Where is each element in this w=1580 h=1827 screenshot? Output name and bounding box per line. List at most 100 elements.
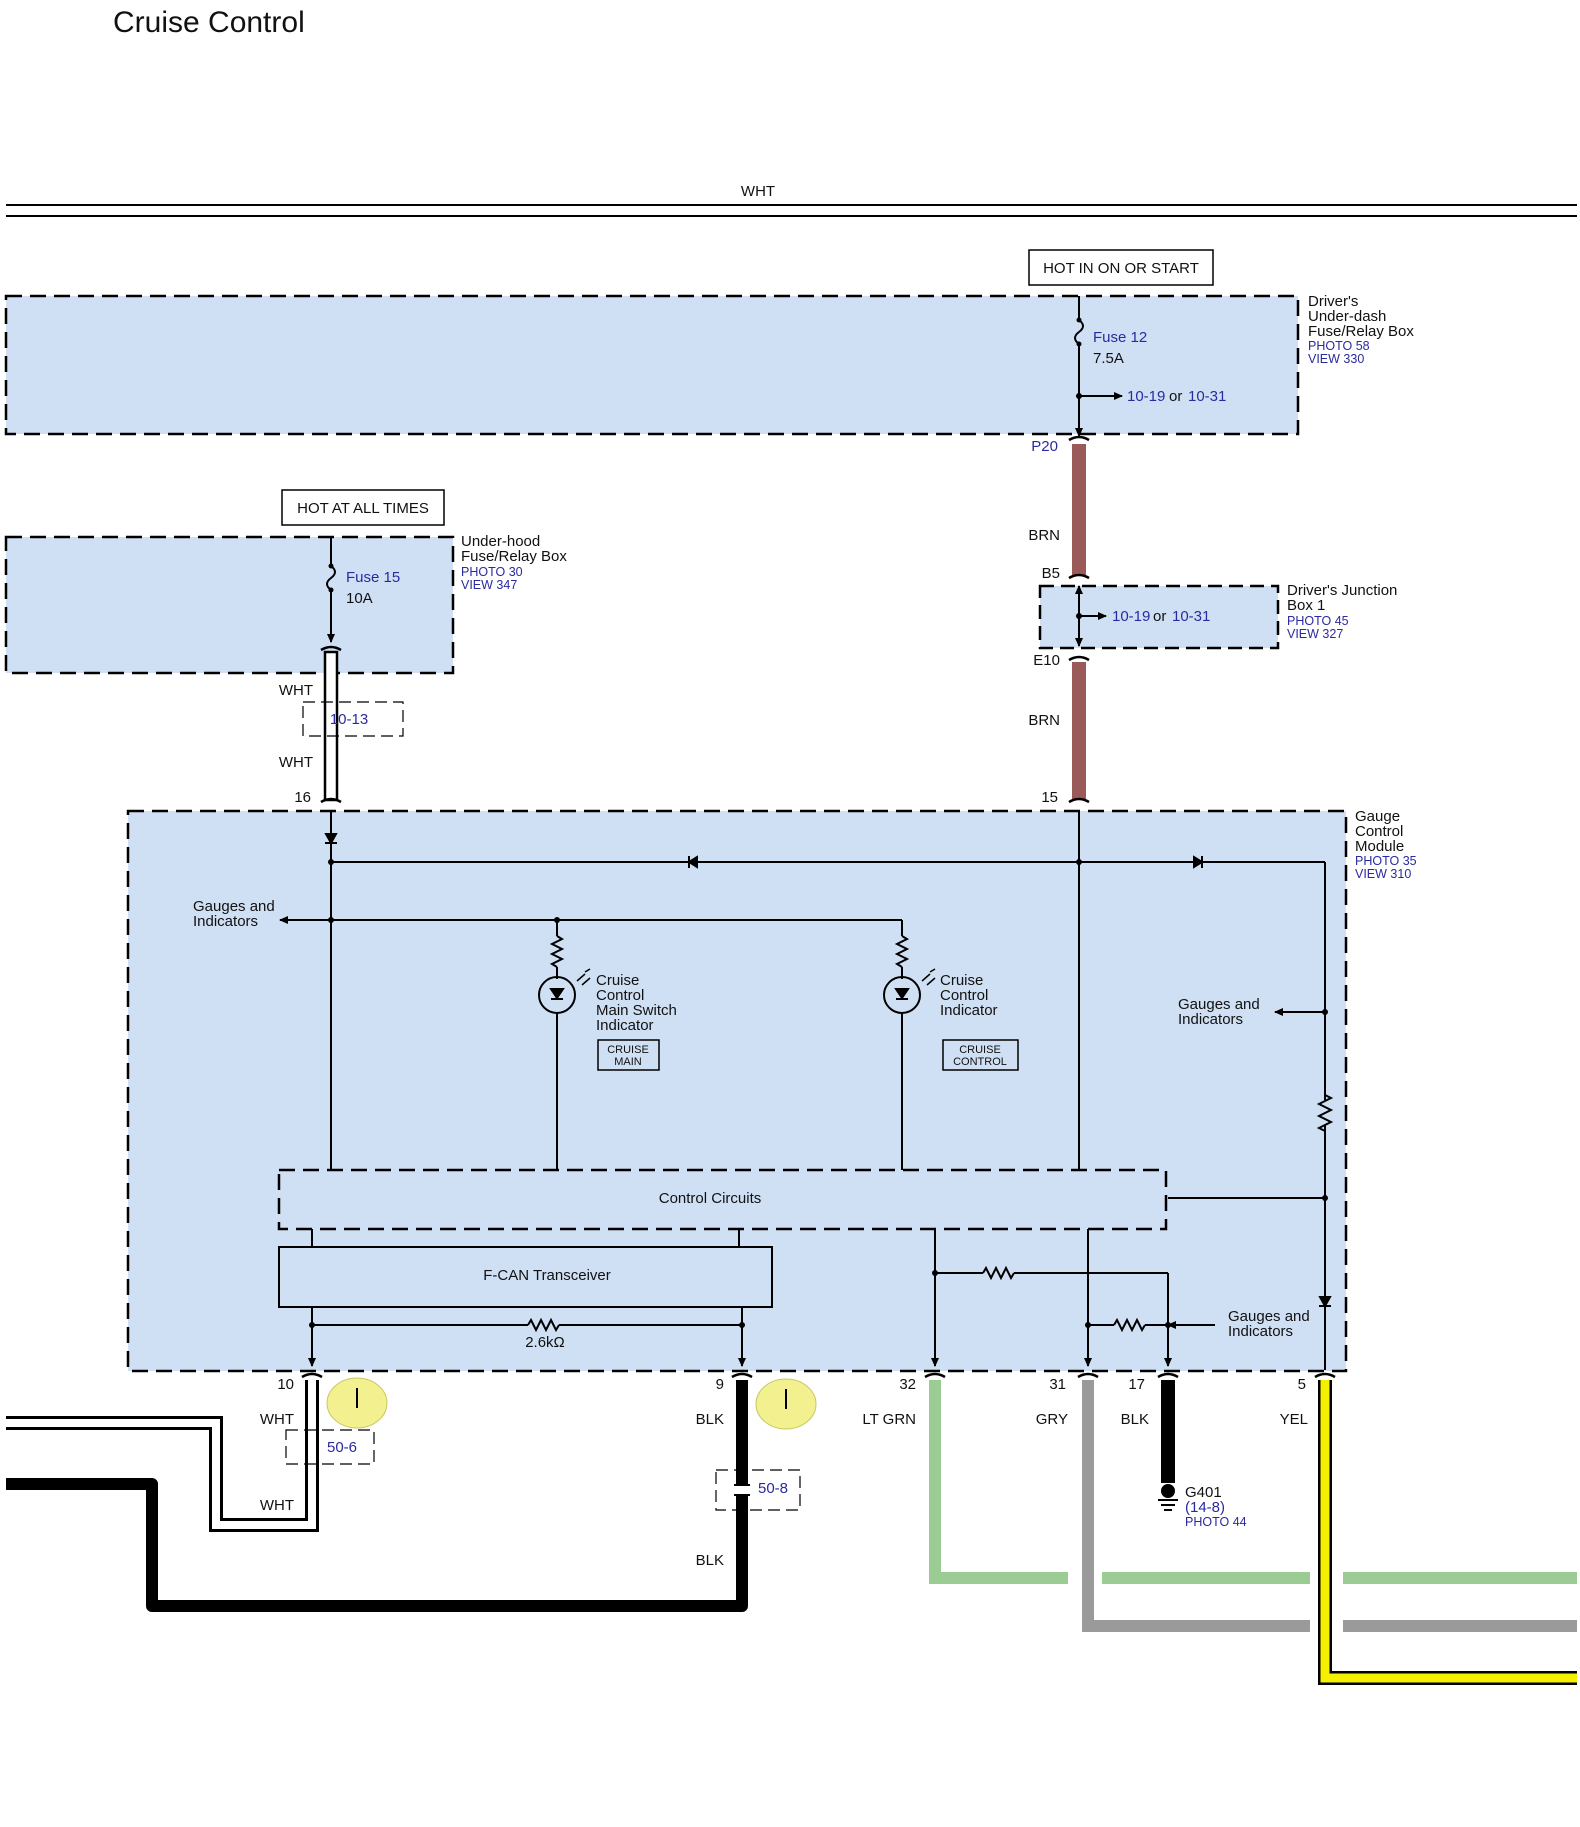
wire-wht-a-label: WHT bbox=[279, 682, 313, 699]
bottom-connectors bbox=[301, 1372, 1336, 1379]
fuse-15-name: Fuse 15 bbox=[346, 569, 400, 586]
wire-ltgrn bbox=[929, 1380, 1577, 1584]
cruise-indicator-label-3: Indicator bbox=[940, 1002, 998, 1019]
under-hood-view[interactable]: VIEW 347 bbox=[461, 578, 517, 592]
cruise-main-label-1: Cruise bbox=[596, 972, 639, 989]
gauge-module-label-3: Module bbox=[1355, 838, 1404, 855]
connector-pin-16 bbox=[320, 797, 342, 804]
under-dash-label-1: Driver's bbox=[1308, 293, 1358, 310]
wire-ltgrn-label: LT GRN bbox=[862, 1411, 916, 1428]
gauge-internal-circuit bbox=[279, 811, 1334, 1370]
gauge-module-photo[interactable]: PHOTO 35 bbox=[1355, 854, 1417, 868]
ref-50-8[interactable]: 50-8 bbox=[758, 1480, 788, 1497]
gauges-left-2: Indicators bbox=[193, 913, 258, 930]
pin-5-label: 5 bbox=[1298, 1376, 1306, 1393]
ref-50-8-box bbox=[715, 1469, 801, 1511]
cruise-control-badge bbox=[942, 1039, 1019, 1071]
wire-yel-label: YEL bbox=[1280, 1411, 1308, 1428]
under-hood-label-1: Under-hood bbox=[461, 533, 540, 550]
control-circuits-label: Control Circuits bbox=[659, 1190, 762, 1207]
ground-photo[interactable]: PHOTO 44 bbox=[1185, 1515, 1247, 1529]
wire-wht-b-label: WHT bbox=[279, 754, 313, 771]
junction-label-1: Driver's Junction bbox=[1287, 582, 1397, 599]
hot-at-all-times-label: HOT AT ALL TIMES bbox=[297, 500, 429, 517]
fuse-12-symbol bbox=[1074, 319, 1084, 345]
ref-10-31-a[interactable]: 10-31 bbox=[1188, 388, 1226, 405]
connector-p20 bbox=[1068, 435, 1090, 442]
cruise-control-badge-2: CONTROL bbox=[953, 1056, 1007, 1068]
wire-wht-bottom bbox=[6, 1380, 316, 1529]
fuse-12-name: Fuse 12 bbox=[1093, 329, 1147, 346]
gauge-module-label-2: Control bbox=[1355, 823, 1403, 840]
connector-p20-label: P20 bbox=[1031, 438, 1058, 455]
wire-wht-c-label: WHT bbox=[260, 1411, 294, 1428]
connector-b5 bbox=[1068, 573, 1090, 580]
pin-9-label: 9 bbox=[716, 1376, 724, 1393]
pin-32-label: 32 bbox=[899, 1376, 916, 1393]
cruise-main-label-2: Control bbox=[596, 987, 644, 1004]
wire-wht-d-label: WHT bbox=[260, 1497, 294, 1514]
junction-view[interactable]: VIEW 327 bbox=[1287, 627, 1343, 641]
under-dash-view[interactable]: VIEW 330 bbox=[1308, 352, 1364, 366]
ref-or-a: or bbox=[1169, 388, 1182, 405]
control-circuits-block bbox=[277, 1168, 1168, 1231]
cruise-main-badge-1: CRUISE bbox=[607, 1044, 649, 1056]
wire-blk-b-label: BLK bbox=[696, 1552, 724, 1569]
gauges-right-2: Indicators bbox=[1178, 1011, 1243, 1028]
ref-50-6[interactable]: 50-6 bbox=[327, 1439, 357, 1456]
cruise-main-label-3: Main Switch bbox=[596, 1002, 677, 1019]
ref-10-31-b[interactable]: 10-31 bbox=[1172, 608, 1210, 625]
fcan-transceiver-label: F-CAN Transceiver bbox=[483, 1267, 611, 1284]
pin-17-label: 17 bbox=[1128, 1376, 1145, 1393]
under-hood-fuse-box bbox=[4, 535, 455, 675]
hot-in-on-box bbox=[1028, 249, 1214, 286]
connector-b5-label: B5 bbox=[1042, 565, 1060, 582]
under-dash-label-2: Under-dash bbox=[1308, 308, 1386, 325]
ref-10-19-a[interactable]: 10-19 bbox=[1127, 388, 1165, 405]
cruise-main-label-4: Indicator bbox=[596, 1017, 654, 1034]
ref-or-b: or bbox=[1153, 608, 1166, 625]
wire-yel bbox=[1320, 1380, 1577, 1683]
under-dash-label-3: Fuse/Relay Box bbox=[1308, 323, 1414, 340]
ref-10-19-b[interactable]: 10-19 bbox=[1112, 608, 1150, 625]
ref-10-13-box bbox=[302, 701, 404, 737]
connector-pin-15 bbox=[1068, 797, 1090, 804]
junction-label-2: Box 1 bbox=[1287, 597, 1325, 614]
cruise-control-badge-1: CRUISE bbox=[959, 1044, 1001, 1056]
page-title: Cruise Control bbox=[113, 6, 305, 39]
ground-loc[interactable]: (14-8) bbox=[1185, 1499, 1225, 1516]
gauges-left-1: Gauges and bbox=[193, 898, 275, 915]
wire-yel-outline bbox=[1318, 1380, 1577, 1685]
wire-gry-label: GRY bbox=[1036, 1411, 1068, 1428]
fuse-15-symbol bbox=[326, 565, 336, 591]
pin-31-label: 31 bbox=[1049, 1376, 1066, 1393]
cruise-main-badge bbox=[597, 1039, 660, 1071]
hot-in-on-label: HOT IN ON OR START bbox=[1043, 260, 1199, 277]
gauges-right-1: Gauges and bbox=[1178, 996, 1260, 1013]
under-dash-photo[interactable]: PHOTO 58 bbox=[1308, 339, 1370, 353]
ref-50-6-box bbox=[285, 1429, 375, 1465]
connector-e10 bbox=[1068, 655, 1090, 662]
wire-blk-a-label: BLK bbox=[696, 1411, 724, 1428]
wire-blk-bottom bbox=[6, 1380, 748, 1612]
ref-10-13[interactable]: 10-13 bbox=[330, 711, 368, 728]
gauge-module-label-1: Gauge bbox=[1355, 808, 1400, 825]
wire-blk-c-label: BLK bbox=[1121, 1411, 1149, 1428]
resistor-2-6k-label: 2.6kΩ bbox=[525, 1334, 565, 1351]
hot-at-all-times-box bbox=[281, 489, 445, 526]
junction-photo[interactable]: PHOTO 45 bbox=[1287, 614, 1349, 628]
pin-15-label: 15 bbox=[1041, 789, 1058, 806]
wire-brn-1-label: BRN bbox=[1028, 527, 1060, 544]
top-bus-label: WHT bbox=[741, 183, 775, 200]
fcan-transceiver-block bbox=[278, 1246, 773, 1308]
wire-gry bbox=[1082, 1380, 1577, 1632]
under-hood-photo[interactable]: PHOTO 30 bbox=[461, 565, 523, 579]
gauges-bottom-2: Indicators bbox=[1228, 1323, 1293, 1340]
cruise-main-badge-2: MAIN bbox=[614, 1056, 642, 1068]
gauge-module-view[interactable]: VIEW 310 bbox=[1355, 867, 1411, 881]
wire-brn-1 bbox=[1072, 444, 1086, 576]
gauges-bottom-1: Gauges and bbox=[1228, 1308, 1310, 1325]
fuse-12-rating: 7.5A bbox=[1093, 350, 1124, 367]
under-dash-fuse-box bbox=[4, 294, 1300, 436]
fuse-15-rating: 10A bbox=[346, 590, 373, 607]
